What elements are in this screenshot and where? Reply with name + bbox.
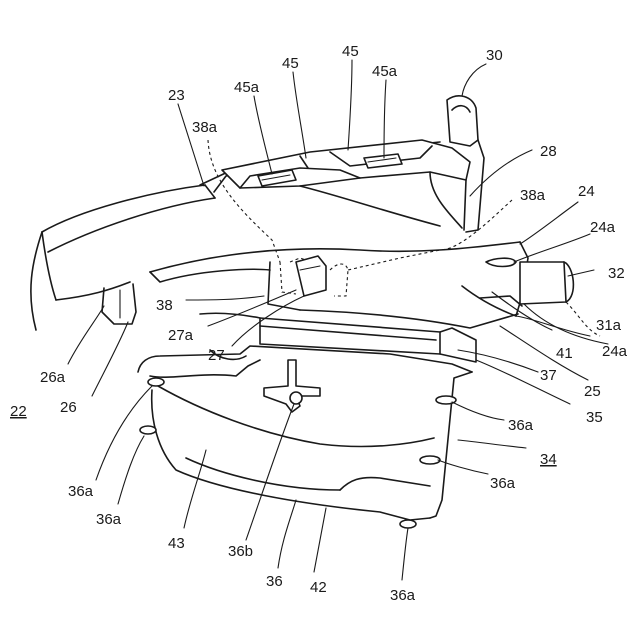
label-36a-left-lower: 36a: [96, 511, 122, 528]
reference-labels: 30 45a 45 45 45a 23 38a 28 38a 24 24a 32…: [10, 43, 628, 604]
label-45-right: 45: [342, 43, 359, 60]
component-22: [31, 185, 215, 330]
label-34: 34: [540, 451, 557, 468]
top-rail-23: [200, 140, 470, 192]
label-24a-bottom: 24a: [602, 343, 628, 360]
label-35: 35: [586, 409, 603, 426]
label-26: 26: [60, 399, 77, 416]
label-38: 38: [156, 297, 173, 314]
label-36a-right-lower: 36a: [490, 475, 516, 492]
label-45a-right: 45a: [372, 63, 398, 80]
label-28: 28: [540, 143, 557, 160]
label-27: 27: [208, 347, 225, 364]
label-36a-bottom: 36a: [390, 587, 416, 604]
label-24: 24: [578, 183, 595, 200]
label-45a-left: 45a: [234, 79, 260, 96]
label-25: 25: [584, 383, 601, 400]
label-43: 43: [168, 535, 185, 552]
label-37: 37: [540, 367, 557, 384]
label-31a: 31a: [596, 317, 622, 334]
label-38a-left: 38a: [192, 119, 218, 136]
label-41: 41: [556, 345, 573, 362]
lower-panel-34: [138, 346, 472, 528]
label-38a-right: 38a: [520, 187, 546, 204]
label-36a-right-upper: 36a: [508, 417, 534, 434]
label-30: 30: [486, 47, 503, 64]
label-27a: 27a: [168, 327, 194, 344]
label-22: 22: [10, 403, 27, 420]
label-23: 23: [168, 87, 185, 104]
label-36b: 36b: [228, 543, 253, 560]
rail-37: [200, 313, 476, 362]
leader-lines: [68, 60, 608, 580]
label-24a-top: 24a: [590, 219, 616, 236]
label-42: 42: [310, 579, 327, 596]
label-26a: 26a: [40, 369, 66, 386]
label-45-left: 45: [282, 55, 299, 72]
label-32: 32: [608, 265, 625, 282]
label-36: 36: [266, 573, 283, 590]
label-36a-left-upper: 36a: [68, 483, 94, 500]
